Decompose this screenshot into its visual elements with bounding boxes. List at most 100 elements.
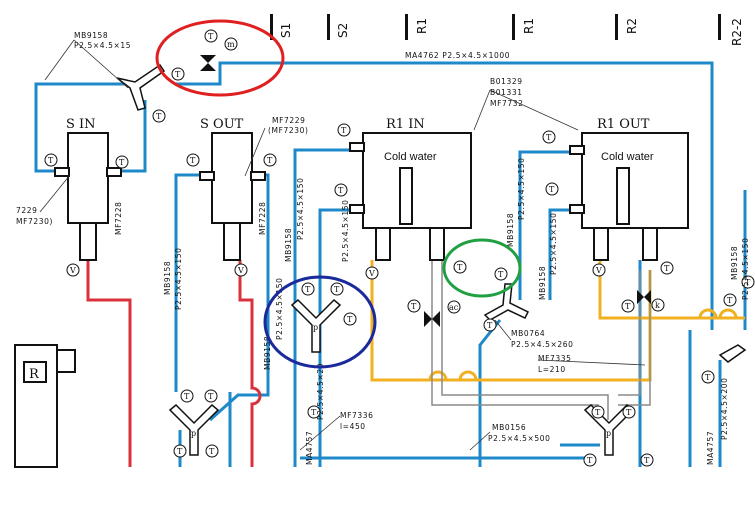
header-r2-2: R2-2 [730,18,744,46]
tank-r1-in [349,132,472,261]
label-r-unit: R [29,367,40,382]
tank-r1-out [569,132,689,261]
part-mf7335: MF7335 [538,354,571,363]
label-r1-in: R1 IN [386,117,425,132]
t-label: T [587,456,593,465]
t-label: T [311,408,317,417]
t-label: T [347,315,353,324]
part-ma4757: MA4757 [305,431,314,465]
label-s-out: S OUT [200,117,244,132]
part-p-far: P2.5×4.5×150 [741,238,750,300]
part-mb9158-left: MB9158 [163,261,172,295]
part-p-500: P2.5×4.5×500 [488,434,550,443]
t-label: T [595,408,601,417]
part-mf7228-a: MF7228 [258,202,267,235]
label-s-in: S IN [66,117,96,132]
t-label: T [457,263,463,272]
part-mb9158-top: MB9158 [74,31,108,40]
p-symbol-1: p [313,323,318,332]
part-mb0764: MB0764 [511,329,545,338]
header-r1-a: R1 [415,18,429,34]
label-r1-out: R1 OUT [597,117,650,132]
t-label: T [267,156,273,165]
v-label: V [237,266,244,275]
t-label: T [184,392,190,401]
part-p-top: P2.5×4.5×15 [74,41,131,50]
part-p-far-200: P2.5×4.5×200 [720,378,729,440]
part-p-260: P2.5×4.5×260 [511,340,573,349]
part-labels: MB9158 P2.5×4.5×15 MA4762 P2.5×4.5×1000 … [16,31,750,465]
part-b01331: B01331 [490,88,523,97]
ac-label: ac [449,303,459,312]
tank-s-out [199,132,266,261]
part-mb9158-r2: MB9158 [538,266,547,300]
part-p-20: P2.5×4.5×20 [316,363,325,420]
t-label: T [338,186,344,195]
header-r1-b: R1 [522,18,536,34]
highlight-blue-ellipse [263,275,377,369]
t-label: T [209,447,215,456]
part-mb9158-far: MB9158 [730,246,739,280]
t-label: T [727,296,733,305]
p-symbol-2: p [191,429,196,438]
header-s2: S2 [336,23,350,38]
label-cold-water-2: Cold water [601,151,654,163]
t-label: T [644,456,650,465]
part-mf7229-b: 7229 [16,206,38,215]
part-mf7230-a: (MF7230) [268,126,309,135]
instrument-circles [44,29,755,467]
part-mb9158-s: MB9158 [263,336,272,370]
column-headers: S1 S2 R1 R1 R2 R2-2 [270,14,744,46]
t-label: T [745,278,751,287]
t-label: T [626,408,632,417]
header-s1: S1 [279,23,293,38]
t-label: T [334,285,340,294]
part-p-r1: P2.5×4.5×150 [517,158,526,220]
t-label: T [549,185,555,194]
part-p-mid2: P2.5×4.5×150 [341,200,350,262]
part-p-mid: P2.5×4.5×150 [296,178,305,240]
part-mf7229-a: MF7229 [272,116,305,125]
k-label: k [655,301,660,310]
part-ma4762: MA4762 P2.5×4.5×1000 [405,51,510,60]
t-label: T [705,373,711,382]
t-label: T [119,158,125,167]
t-label: T [190,156,196,165]
t-label: T [175,70,181,79]
part-mf7336: MF7336 [340,411,373,420]
part-mf7732: MF7732 [490,99,523,108]
part-p-s: P2.5×4.5×150 [275,278,284,340]
t-label: T [487,321,493,330]
highlight-red-ellipse [155,19,285,97]
part-b01329: B01329 [490,77,523,86]
part-mb9158-mid: MB9158 [284,228,293,262]
part-mf7230-b: MF7230) [16,217,53,226]
t-label: T [305,285,311,294]
part-ma4757-far: MA4757 [706,431,715,465]
part-l210: L=210 [538,365,566,374]
tank-s-in [54,132,122,261]
t-label: T [48,156,54,165]
t-label: T [156,112,162,121]
t-label: T [498,270,504,279]
t-label: T [546,133,552,142]
v-label: V [69,266,76,275]
header-r2: R2 [625,18,639,34]
t-label: T [208,392,214,401]
leader-lines [39,39,646,451]
t-label: T [341,126,347,135]
t-label: T [411,302,417,311]
part-p-left: P2.5×4.5×150 [174,248,183,310]
valve-k [637,290,651,304]
valve-ac [424,311,440,327]
highlight-green-ellipse [442,238,522,298]
part-mf7228-b: MF7228 [114,202,123,235]
part-l450: l=450 [340,422,366,431]
t-label: T [177,447,183,456]
m-label: m [227,40,235,49]
t-label: T [208,32,214,41]
instrument-labels: T m T T T T T T T T T T V V V T T V T T … [48,32,751,465]
red-pipes [86,260,262,467]
part-p-r2: P2.5×4.5×150 [549,213,558,275]
